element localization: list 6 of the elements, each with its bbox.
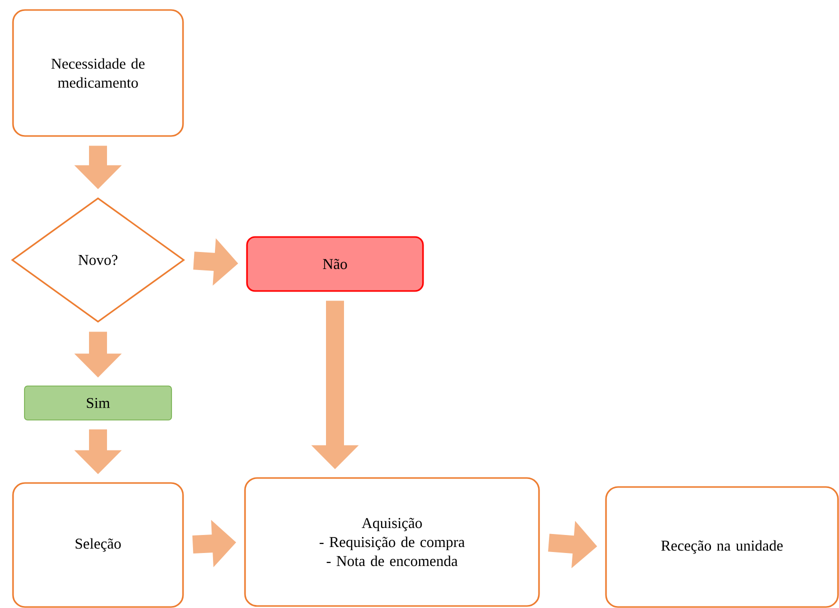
process-box: Seleção xyxy=(12,482,184,608)
process-box: Receção na unidade xyxy=(605,486,839,608)
process-box: Aquisição - Requisição de compra - Nota de encomenda xyxy=(244,477,540,607)
process-box: Necessidade de medicamento xyxy=(12,9,184,137)
answer-box: Não xyxy=(246,236,424,292)
answer-box: Sim xyxy=(24,386,172,420)
